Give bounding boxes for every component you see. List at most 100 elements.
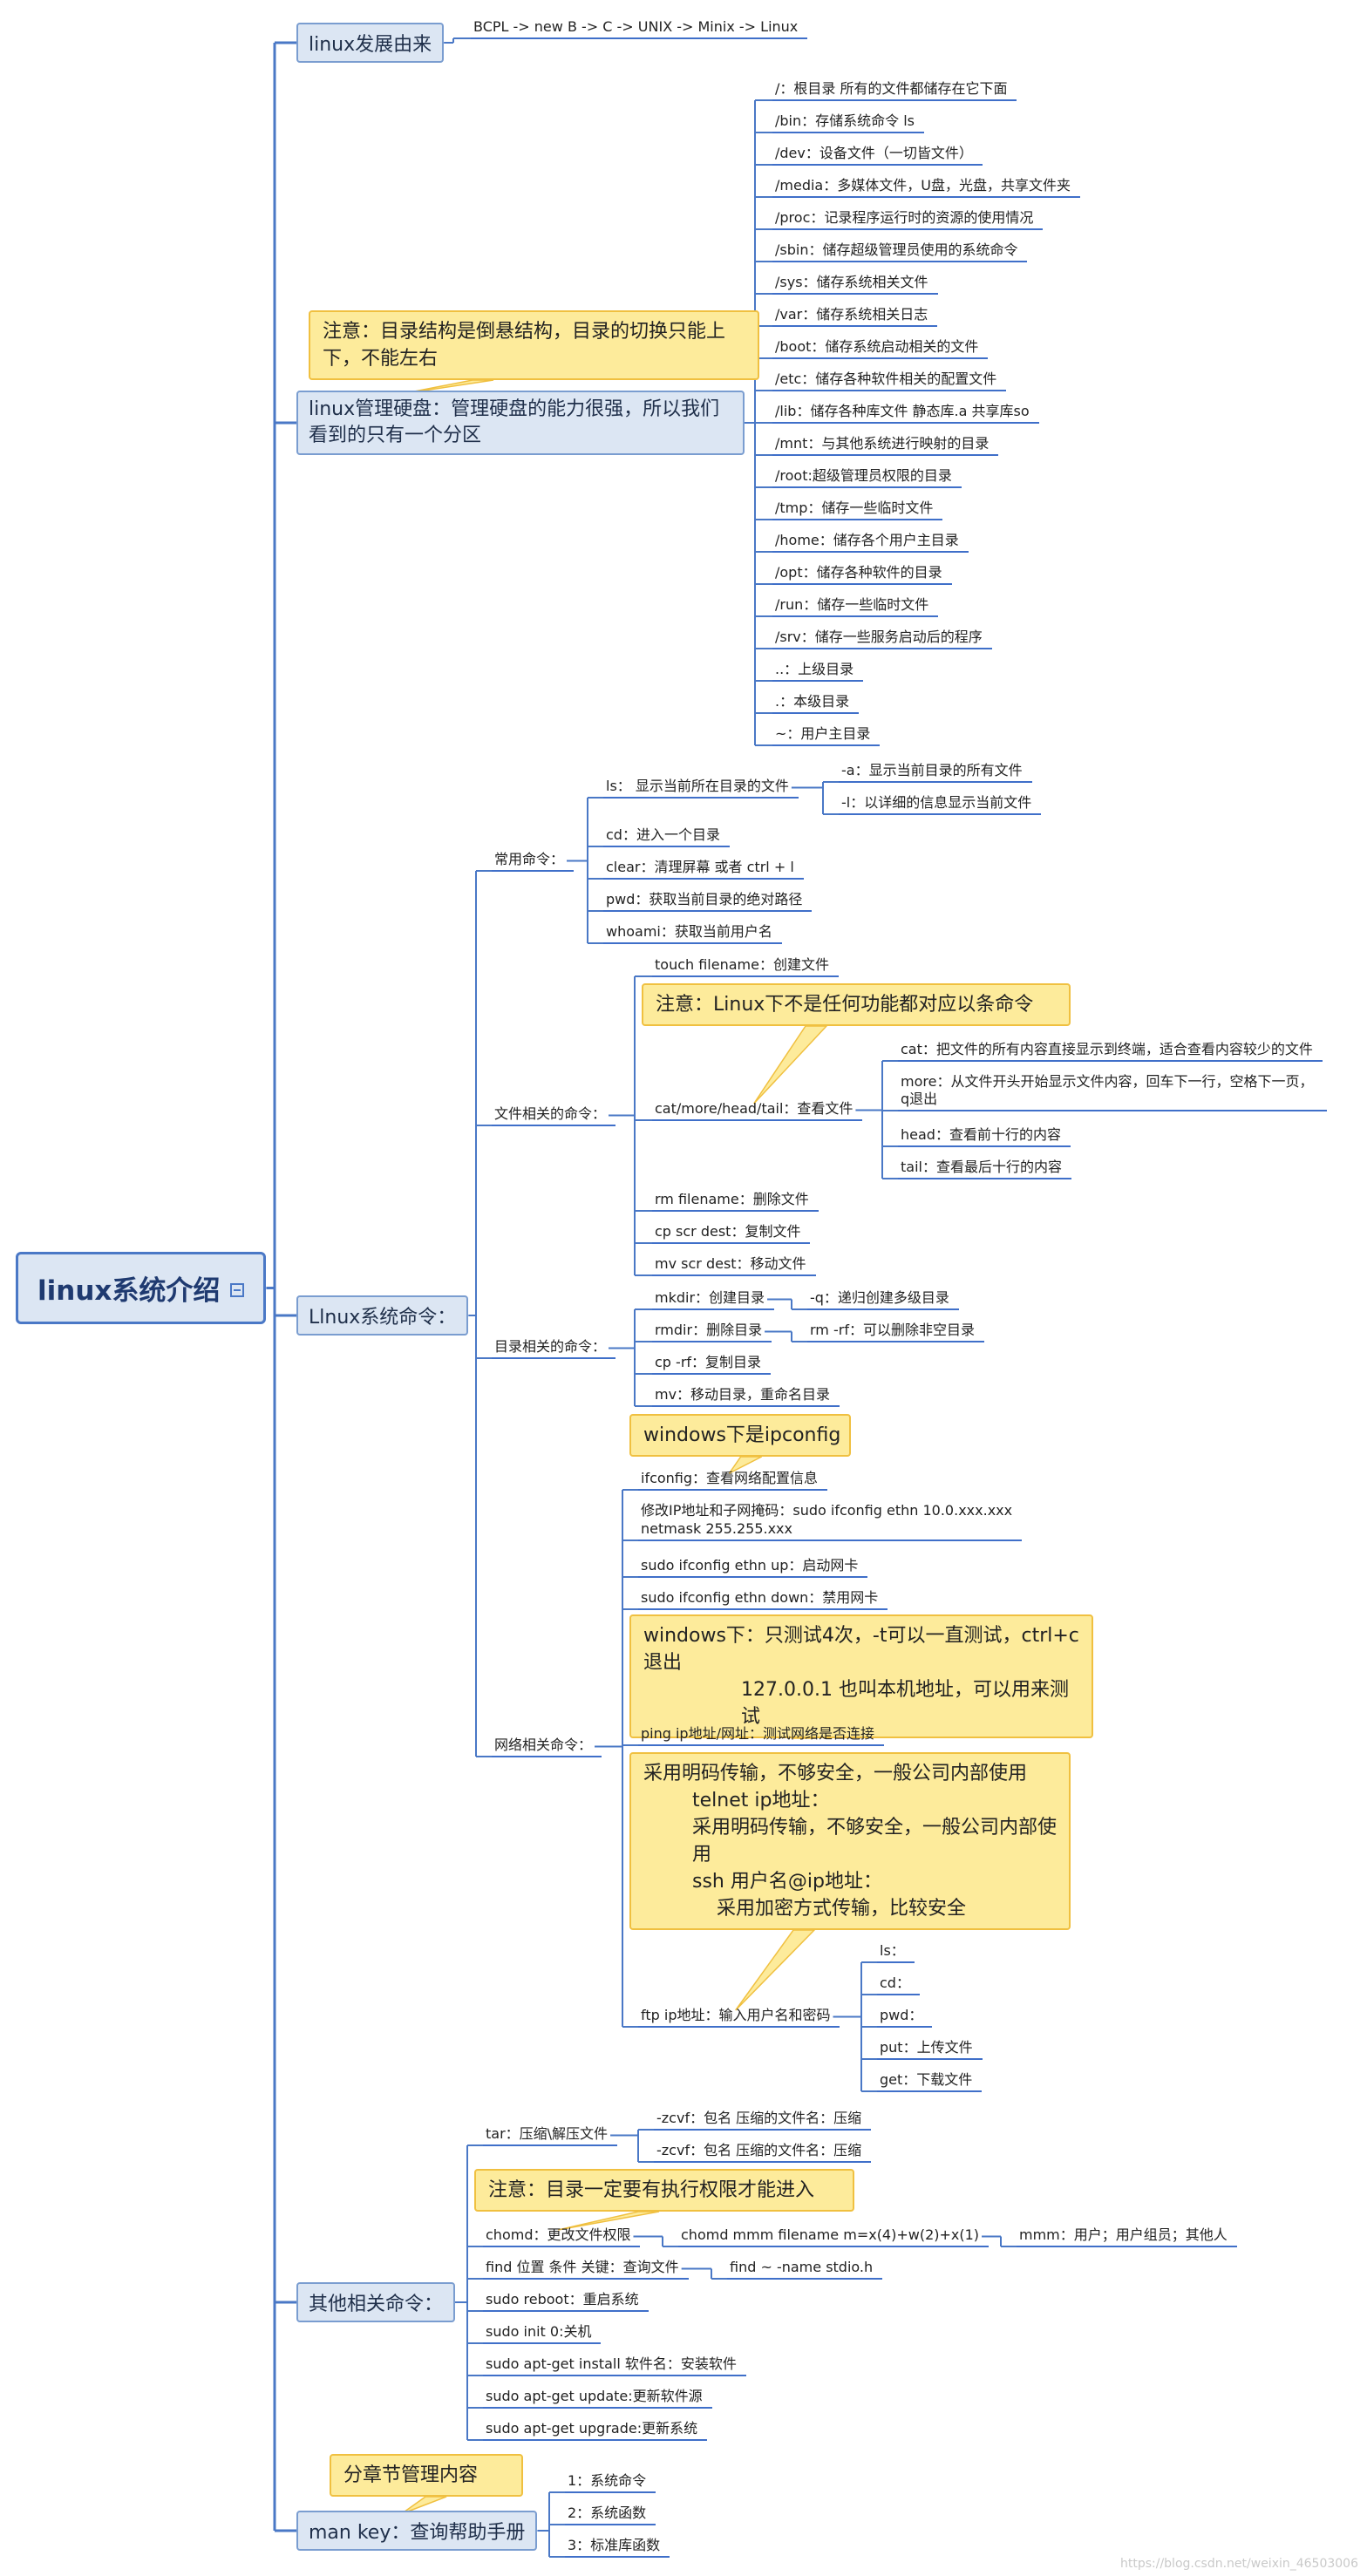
cmd-tar[interactable]: tar：压缩\解压文件	[483, 2125, 610, 2145]
dir-item[interactable]: ..：上级目录	[772, 661, 856, 681]
find-example[interactable]: find ~ -name stdio.h	[727, 2259, 875, 2279]
cmd-chmod[interactable]: chomd：更改文件权限	[483, 2226, 633, 2246]
ftp-cmd[interactable]: pwd：	[877, 2007, 925, 2027]
dir-item[interactable]: /root:超级管理员权限的目录	[772, 467, 955, 487]
group-common[interactable]: 常用命令：	[492, 851, 567, 871]
ls-opt-l[interactable]: -l：以详细的信息显示当前文件	[839, 794, 1034, 814]
other-cmd[interactable]: sudo apt-get upgrade:更新系统	[483, 2420, 700, 2440]
cmd-ifconfig[interactable]: ifconfig：查看网络配置信息	[638, 1470, 820, 1490]
cmd-cat[interactable]: cat/more/head/tail：查看文件	[652, 1100, 855, 1120]
group-dir[interactable]: 目录相关的命令：	[492, 1338, 609, 1358]
tar-opt-2[interactable]: -zcvf：包名 压缩的文件名：压缩	[654, 2142, 864, 2162]
cmd-ifconfig-down[interactable]: sudo ifconfig ethn down：禁用网卡	[638, 1589, 881, 1609]
file-cmd-text: rm filename：删除文件	[655, 1191, 809, 1207]
dir-item[interactable]: /opt：储存各种软件的目录	[772, 564, 945, 584]
dir-item-text: /run：储存一些临时文件	[775, 596, 929, 613]
dir-item[interactable]: /media：多媒体文件，U盘，光盘，共享文件夹	[772, 177, 1073, 197]
note-windows-ipconfig-text: windows下是ipconfig	[643, 1424, 841, 1446]
branch-underline	[772, 293, 938, 295]
branch-underline	[772, 712, 860, 714]
dir-item[interactable]: .：本级目录	[772, 693, 852, 713]
cat-opt-tail[interactable]: tail：查看最后十行的内容	[898, 1159, 1064, 1179]
cat-opt-more[interactable]: more：从文件开头开始显示文件内容，回车下一行，空格下一页，q退出	[898, 1073, 1320, 1111]
branch-underline	[652, 1274, 816, 1276]
dir-item[interactable]: /bin：存储系统命令 ls	[772, 112, 917, 133]
dir-item[interactable]: /run：储存一些临时文件	[772, 596, 931, 616]
dir-item[interactable]: /etc：储存各种软件相关的配置文件	[772, 370, 999, 391]
dir-item[interactable]: /：根目录 所有的文件都储存在它下面	[772, 80, 1010, 100]
man-item[interactable]: 3：标准库函数	[565, 2537, 663, 2557]
group-file[interactable]: 文件相关的命令：	[492, 1105, 609, 1125]
dir-item[interactable]: /srv：储存一些服务启动后的程序	[772, 629, 985, 649]
file-cmd[interactable]: cp scr dest：复制文件	[652, 1223, 803, 1243]
other-cmd[interactable]: sudo apt-get update:更新软件源	[483, 2388, 705, 2408]
rmdir-opt[interactable]: rm -rf：可以删除非空目录	[807, 1322, 977, 1342]
cmd-rmdir[interactable]: rmdir：删除目录	[652, 1322, 765, 1342]
other-cmd[interactable]: sudo apt-get install 软件名：安装软件	[483, 2355, 739, 2375]
dir-item[interactable]: /dev：设备文件（一切皆文件）	[772, 145, 976, 165]
cat-opt-head[interactable]: head：查看前十行的内容	[898, 1126, 1064, 1146]
file-cmd[interactable]: mv scr dest：移动文件	[652, 1255, 809, 1275]
cmd-touch[interactable]: touch filename：创建文件	[652, 956, 832, 976]
ftp-cmd[interactable]: cd：	[877, 1974, 913, 1995]
common-cmd[interactable]: pwd：获取当前目录的绝对路径	[603, 891, 805, 911]
chmod-desc[interactable]: mmm：用户；用户组员；其他人	[1017, 2226, 1230, 2246]
branch-underline	[603, 797, 799, 799]
tar-opt-1[interactable]: -zcvf：包名 压缩的文件名：压缩	[654, 2110, 864, 2130]
file-cmd[interactable]: rm filename：删除文件	[652, 1191, 812, 1211]
group-net[interactable]: 网络相关命令：	[492, 1737, 595, 1757]
cmd-mkdir[interactable]: mkdir：创建目录	[652, 1289, 767, 1309]
branch-underline	[652, 1341, 772, 1342]
cmd-ping[interactable]: ping ip地址/网址：测试网络是否连接	[638, 1725, 877, 1745]
topic-man[interactable]: man key：查询帮助手册	[296, 2511, 538, 2551]
topic-other[interactable]: 其他相关命令：	[296, 2282, 456, 2322]
branch-underline	[654, 2129, 872, 2131]
cmd-ftp[interactable]: ftp ip地址：输入用户名和密码	[638, 2007, 833, 2027]
dir-item[interactable]: /proc：记录程序运行时的资源的使用情况	[772, 209, 1036, 229]
note-ping-line1: windows下：只测试4次，-t可以一直测试，ctrl+c退出	[643, 1625, 1079, 1674]
cmd-modify-ip[interactable]: 修改IP地址和子网掩码：sudo ifconfig ethn 10.0.xxx.…	[638, 1501, 1015, 1540]
cmd-ls[interactable]: ls： 显示当前所在目录的文件	[603, 778, 792, 798]
dir-item[interactable]: /lib：储存各种库文件 静态库.a 共享库so	[772, 403, 1032, 423]
dir-item[interactable]: /mnt：与其他系统进行映射的目录	[772, 435, 991, 455]
note-pointer	[753, 1025, 828, 1104]
cmd-find[interactable]: find 位置 条件 关键：查询文件	[483, 2259, 682, 2279]
dir-cmd[interactable]: cp -rf：复制目录	[652, 1354, 764, 1374]
topic-history[interactable]: linux发展由来	[296, 23, 445, 63]
man-item-text: 2：系统函数	[568, 2505, 647, 2521]
dir-cmd[interactable]: mv：移动目录，重命名目录	[652, 1386, 833, 1406]
branch-underline	[898, 1145, 1071, 1147]
chmod-format[interactable]: chomd mmm filename m=x(4)+w(2)+x(1)	[678, 2226, 982, 2246]
root-topic[interactable]: linux系统介绍	[16, 1252, 267, 1324]
common-cmd[interactable]: clear：清理屏幕 或者 ctrl + l	[603, 859, 797, 879]
dir-item[interactable]: /sys：储存系统相关文件	[772, 274, 931, 294]
dir-item[interactable]: /boot：储存系统启动相关的文件	[772, 338, 981, 358]
cat-opt-cat[interactable]: cat：把文件的所有内容直接显示到终端，适合查看内容较少的文件	[898, 1041, 1316, 1061]
collapse-icon[interactable]	[230, 1282, 245, 1297]
history-lineage[interactable]: BCPL -> new B -> C -> UNIX -> Minix -> L…	[471, 18, 800, 38]
mkdir-opt[interactable]: -q：递归创建多级目录	[807, 1289, 952, 1309]
common-cmd[interactable]: whoami：获取当前用户名	[603, 923, 775, 943]
ls-opt-a[interactable]: -a：显示当前目录的所有文件	[839, 762, 1025, 782]
cmd-cat-text: cat/more/head/tail：查看文件	[655, 1100, 854, 1117]
man-item[interactable]: 2：系统函数	[565, 2505, 649, 2525]
dir-item[interactable]: /tmp：储存一些临时文件	[772, 500, 935, 520]
common-cmd[interactable]: cd：进入一个目录	[603, 826, 723, 846]
ftp-cmd[interactable]: get：下载文件	[877, 2071, 975, 2091]
ftp-cmd[interactable]: put：上传文件	[877, 2039, 976, 2059]
ftp-cmd[interactable]: ls：	[877, 1942, 908, 1962]
find-example-text: find ~ -name stdio.h	[730, 2259, 874, 2275]
topic-commands[interactable]: Llnux系统命令：	[296, 1295, 469, 1336]
topic-disk[interactable]: linux管理硬盘：管理硬盘的能力很强，所以我们看到的只有一个分区	[296, 391, 745, 455]
other-cmd[interactable]: sudo reboot：重启系统	[483, 2291, 642, 2311]
dir-item[interactable]: /sbin：储存超级管理员使用的系统命令	[772, 241, 1020, 262]
dir-item[interactable]: ~：用户主目录	[772, 725, 873, 745]
cmd-ifconfig-up[interactable]: sudo ifconfig ethn up：启动网卡	[638, 1557, 860, 1577]
note-man: 分章节管理内容	[330, 2454, 523, 2497]
man-item[interactable]: 1：系统命令	[565, 2472, 649, 2492]
other-cmd[interactable]: sudo init 0:关机	[483, 2323, 594, 2343]
dir-item[interactable]: /home：储存各个用户主目录	[772, 532, 962, 552]
branch-underline	[772, 196, 1080, 198]
cmd-ls-text: ls： 显示当前所在目录的文件	[606, 778, 789, 794]
dir-item[interactable]: /var：储存系统相关日志	[772, 306, 930, 326]
